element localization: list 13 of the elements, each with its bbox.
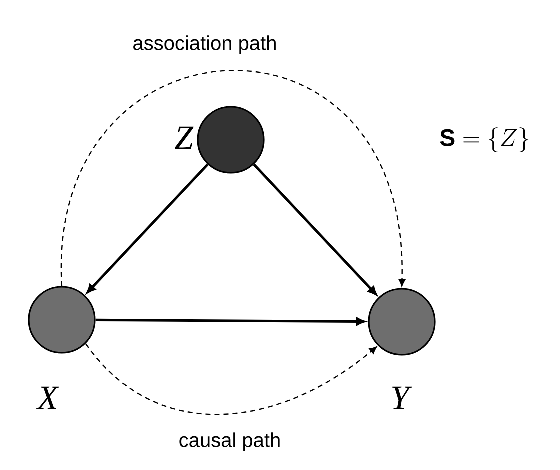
edge-label: association path: [130, 34, 280, 56]
node-circle: [28, 286, 96, 354]
node-letter: Y: [392, 386, 412, 410]
node-circle: [368, 288, 436, 356]
arrow: [87, 164, 209, 294]
edge-label: causal path: [176, 430, 284, 454]
dashed-arrow: [85, 344, 378, 416]
node-letter: X: [36, 386, 60, 410]
set-formula: $\mathbf{S} = \{Z\}$: [440, 128, 529, 152]
dashed-arrow: [61, 70, 406, 287]
arrow: [253, 164, 377, 296]
node-circle: [197, 106, 265, 174]
node-letter: Z: [174, 126, 194, 150]
